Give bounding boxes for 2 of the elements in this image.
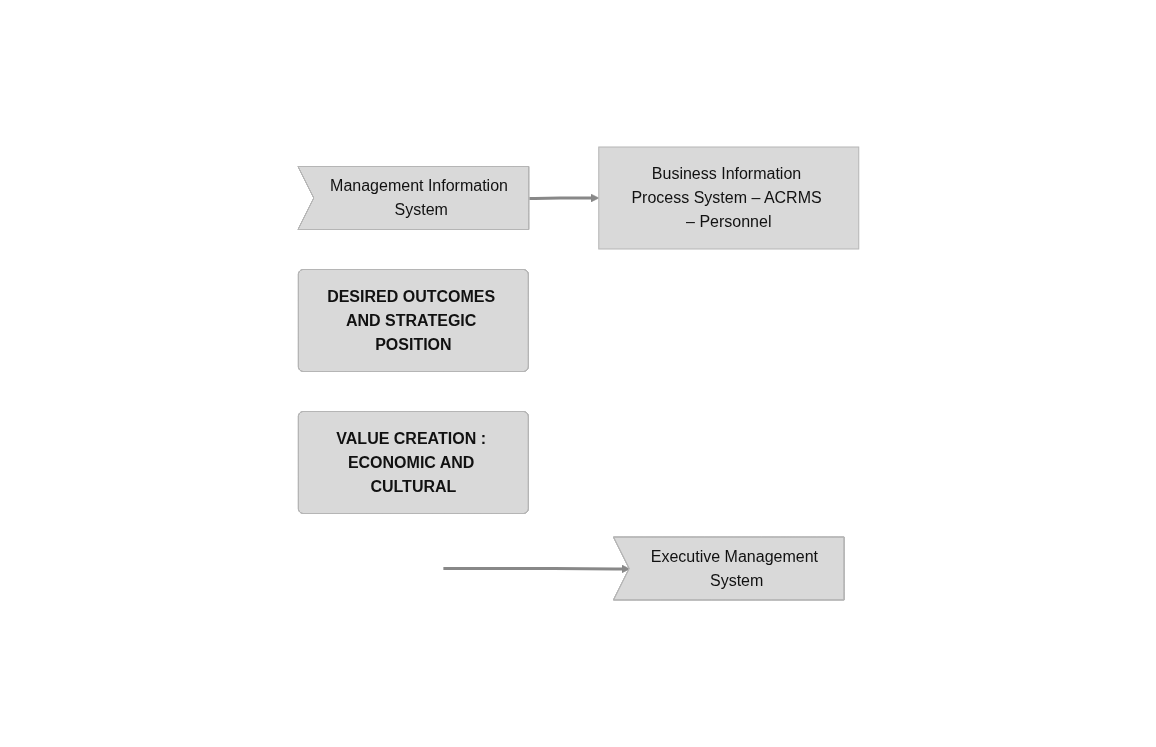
node-box: Business Information Process System – ACRMS – Personnel <box>597 146 859 250</box>
arrow <box>528 193 599 203</box>
